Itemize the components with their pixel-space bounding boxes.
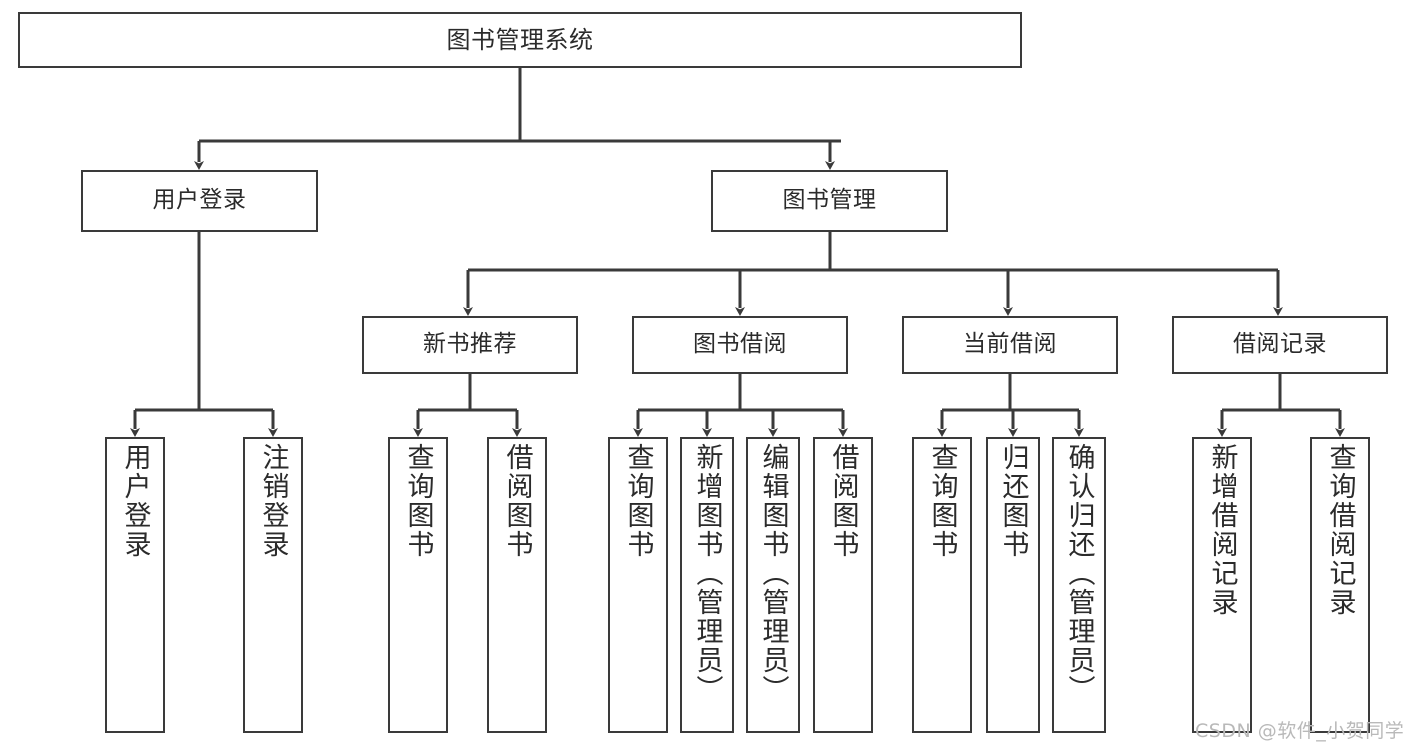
leaf-node-label: 借阅图书 bbox=[827, 443, 859, 559]
leaf-node[interactable]: 借阅图书 bbox=[813, 437, 873, 733]
leaf-node[interactable]: 借阅图书 bbox=[487, 437, 547, 733]
leaf-node[interactable]: 归还图书 bbox=[986, 437, 1040, 733]
node-borrow-record-label: 借阅记录 bbox=[1233, 331, 1327, 358]
leaf-node[interactable]: 编辑图书（管理员） bbox=[746, 437, 800, 733]
node-book-borrow[interactable]: 图书借阅 bbox=[632, 316, 848, 374]
node-user-login-label: 用户登录 bbox=[152, 187, 247, 214]
node-root-label: 图书管理系统 bbox=[446, 25, 594, 54]
leaf-node[interactable]: 注销登录 bbox=[243, 437, 303, 733]
leaf-node[interactable]: 查询借阅记录 bbox=[1310, 437, 1370, 733]
leaf-node-label: 确认归还（管理员） bbox=[1063, 443, 1095, 704]
leaf-node[interactable]: 新增借阅记录 bbox=[1192, 437, 1252, 733]
node-book-manage-label: 图书管理 bbox=[782, 187, 877, 214]
node-user-login[interactable]: 用户登录 bbox=[81, 170, 318, 232]
leaf-node-label: 注销登录 bbox=[257, 443, 289, 559]
leaf-node-label: 查询借阅记录 bbox=[1324, 443, 1356, 617]
node-current-borrow[interactable]: 当前借阅 bbox=[902, 316, 1118, 374]
node-root[interactable]: 图书管理系统 bbox=[18, 12, 1022, 68]
leaf-node-label: 查询图书 bbox=[402, 443, 434, 559]
node-book-borrow-label: 图书借阅 bbox=[693, 331, 787, 358]
node-new-book-recommend-label: 新书推荐 bbox=[423, 331, 517, 358]
leaf-node[interactable]: 查询图书 bbox=[912, 437, 972, 733]
leaf-node-label: 归还图书 bbox=[997, 443, 1029, 559]
leaf-node-label: 新增图书（管理员） bbox=[691, 443, 723, 704]
leaf-node-label: 借阅图书 bbox=[501, 443, 533, 559]
node-current-borrow-label: 当前借阅 bbox=[963, 331, 1057, 358]
leaf-node[interactable]: 查询图书 bbox=[388, 437, 448, 733]
node-book-manage[interactable]: 图书管理 bbox=[711, 170, 948, 232]
csdn-watermark: CSDN @软件_小贺同学 bbox=[1195, 720, 1405, 742]
leaf-node-label: 查询图书 bbox=[926, 443, 958, 559]
leaf-node[interactable]: 用户登录 bbox=[105, 437, 165, 733]
leaf-node[interactable]: 查询图书 bbox=[608, 437, 668, 733]
leaf-node[interactable]: 确认归还（管理员） bbox=[1052, 437, 1106, 733]
leaf-node-label: 查询图书 bbox=[622, 443, 654, 559]
leaf-node-label: 新增借阅记录 bbox=[1206, 443, 1238, 617]
node-new-book-recommend[interactable]: 新书推荐 bbox=[362, 316, 578, 374]
leaf-node-label: 编辑图书（管理员） bbox=[757, 443, 789, 704]
leaf-node[interactable]: 新增图书（管理员） bbox=[680, 437, 734, 733]
node-borrow-record[interactable]: 借阅记录 bbox=[1172, 316, 1388, 374]
leaf-node-label: 用户登录 bbox=[119, 443, 151, 559]
